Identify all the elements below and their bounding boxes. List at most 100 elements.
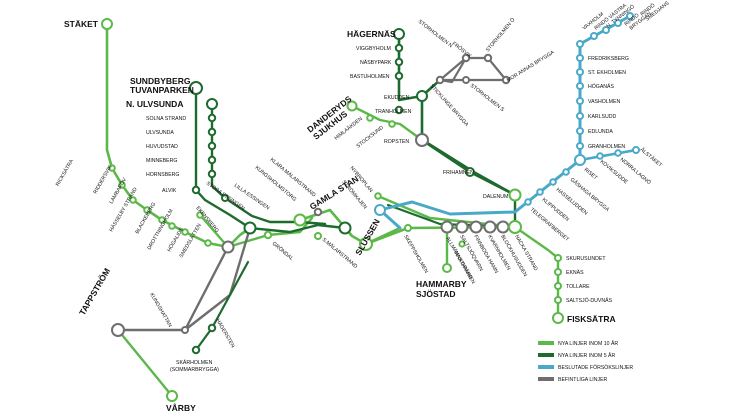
station-minneberg[interactable] — [207, 155, 217, 165]
station-saltsjoqvarn[interactable] — [455, 220, 469, 234]
station-viggbyholm[interactable] — [394, 43, 404, 53]
station-skeppsholmen[interactable] — [404, 224, 412, 232]
station-alstaket[interactable] — [632, 146, 640, 154]
station-edlunda[interactable] — [576, 127, 584, 135]
station-ulvsunda[interactable] — [189, 81, 203, 95]
label-hammarby-1: HAMMARBY — [416, 279, 467, 289]
station-hoganas[interactable] — [576, 82, 584, 90]
station-rindo-smedjans[interactable] — [626, 12, 634, 20]
label-granholmen: GRANHOLMEN — [588, 144, 625, 150]
station-rickstatra[interactable] — [108, 164, 116, 172]
station-storholmen-o[interactable] — [483, 53, 493, 63]
station-norra-lagno[interactable] — [614, 149, 622, 157]
station-kungsholmstorg[interactable] — [293, 213, 307, 227]
station-fredriksberg[interactable] — [576, 54, 584, 62]
station-karlsudd[interactable] — [576, 112, 584, 120]
label-storholmen-s: STORHOLMEN S — [469, 83, 506, 114]
station-varby[interactable] — [166, 390, 178, 402]
label-sundbyberg-1: SUNDBYBERG — [130, 76, 191, 86]
station-bastuholmen[interactable] — [394, 71, 404, 81]
label-hagersten: HÄGERSTEN — [214, 318, 236, 350]
station-tranholmen[interactable] — [394, 105, 404, 115]
label-hornsberg: HORNSBERG — [146, 172, 179, 178]
station-nasbypark[interactable] — [394, 57, 404, 67]
station-blackeberg[interactable] — [158, 216, 166, 224]
station-eknas[interactable] — [554, 268, 562, 276]
station-rindo[interactable] — [614, 19, 622, 27]
station-allmanna[interactable] — [440, 220, 454, 234]
station-kvarnholmen[interactable] — [483, 220, 497, 234]
station-alvik[interactable] — [191, 185, 201, 195]
station-dalenum[interactable] — [508, 188, 522, 202]
station-solna[interactable] — [207, 113, 217, 123]
station-lambarov[interactable] — [129, 196, 137, 204]
station-grondal[interactable] — [263, 230, 273, 240]
station-finnboda[interactable] — [469, 220, 483, 234]
label-kungshattan: KUNGSHATTAN — [148, 292, 173, 328]
station-huvudsta[interactable] — [207, 141, 217, 151]
station-rindo-vastra[interactable] — [590, 32, 598, 40]
station-drottningholm[interactable] — [168, 222, 176, 230]
station-stora-essingen[interactable] — [221, 194, 229, 202]
station-st-ekholmen[interactable] — [576, 68, 584, 76]
station-ekudden[interactable] — [416, 90, 428, 102]
station-gashaga[interactable] — [562, 168, 570, 176]
station-hasseludden[interactable] — [549, 178, 557, 186]
station-stromkajen[interactable] — [374, 204, 386, 216]
station-ropsten[interactable] — [415, 133, 429, 147]
station-saltsjo-duvnas[interactable] — [554, 296, 562, 304]
station-telegrafberget[interactable] — [524, 198, 532, 206]
station-granholmen[interactable] — [576, 142, 584, 150]
station-n-ulvsunda[interactable] — [206, 98, 218, 110]
station-ulvsunda-s[interactable] — [207, 127, 217, 137]
station-storholmen-n[interactable] — [461, 53, 471, 63]
legend-label-10yr: NYA LINJER INOM 10 ÅR — [558, 340, 618, 347]
label-varby: VÅRBY — [166, 403, 196, 413]
station-sticklinge[interactable] — [435, 75, 445, 85]
station-smedslatten[interactable] — [204, 239, 212, 247]
label-hammarby-2: SJÖSTAD — [416, 289, 456, 299]
station-mor-annas[interactable] — [501, 75, 511, 85]
label-minneberg: MINNEBERG — [146, 158, 177, 164]
station-hogalid[interactable] — [181, 228, 189, 236]
station-tappstrom[interactable] — [111, 323, 125, 337]
station-riset[interactable] — [574, 154, 586, 166]
label-bastuholmen: BASTUHOLMEN — [350, 74, 390, 80]
station-nacka-strand[interactable] — [508, 220, 522, 234]
station-klara[interactable] — [313, 207, 323, 217]
station-himlaoken[interactable] — [366, 114, 374, 122]
station-hagersten[interactable] — [207, 323, 217, 333]
station-tollare[interactable] — [554, 282, 562, 290]
station-skurusundet[interactable] — [554, 254, 562, 262]
station-n-tynningo[interactable] — [602, 26, 610, 34]
station-storholmen-s[interactable] — [462, 76, 470, 84]
station-hornsberg[interactable] — [207, 169, 217, 179]
station-riddersvik[interactable] — [118, 181, 126, 189]
station-ekensberg-hub[interactable] — [221, 240, 235, 254]
station-fisksatra[interactable] — [552, 312, 564, 324]
station-masthamnen[interactable] — [458, 240, 466, 248]
station-kovik[interactable] — [596, 152, 604, 160]
station-lilla-essingen[interactable] — [243, 221, 257, 235]
station-frihamnen[interactable] — [465, 167, 475, 177]
station-kungshattan[interactable] — [181, 326, 189, 334]
label-klara: KLARA MÄLARSTRAND — [269, 156, 318, 198]
station-ekensberg[interactable] — [196, 211, 204, 219]
station-gamla-stan[interactable] — [338, 221, 352, 235]
station-vasholmen[interactable] — [576, 97, 584, 105]
label-riddersvik: RIDDERSVIK — [93, 164, 114, 195]
station-klippudden[interactable] — [536, 188, 544, 196]
station-vaxholm[interactable] — [576, 40, 584, 48]
station-skarholmen[interactable] — [191, 345, 201, 355]
station-danderyd[interactable] — [346, 100, 358, 112]
label-karlsudd: KARLSUDD — [588, 114, 617, 120]
station-staket[interactable] — [101, 18, 113, 30]
station-hammarby[interactable] — [442, 263, 452, 273]
station-nybroplan[interactable] — [374, 192, 382, 200]
station-s-malarstrand[interactable] — [314, 232, 322, 240]
station-blockhusudden[interactable] — [496, 220, 510, 234]
station-hasselby[interactable] — [143, 206, 151, 214]
station-hagernas[interactable] — [393, 28, 405, 40]
station-slussen[interactable] — [359, 237, 373, 251]
station-stocksund[interactable] — [388, 120, 396, 128]
